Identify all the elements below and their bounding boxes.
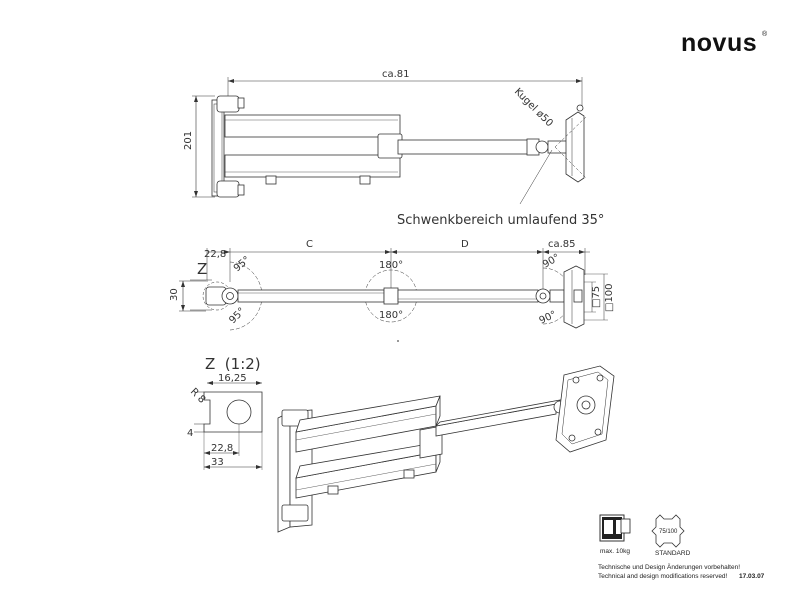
top-view: ca.81 201 (183, 69, 604, 228)
angle-95-top: 95° (232, 254, 253, 274)
dim-30: 30 (169, 288, 180, 301)
footer-note-de: Technische und Design Änderungen vorbeha… (598, 563, 740, 571)
brand-logo: novus ® (681, 29, 768, 57)
dim-r8: R 8 (188, 386, 207, 405)
dim-d: D (461, 239, 469, 250)
dim-22-8: 22,8 (204, 249, 226, 260)
ball-label: Kugel ø50 (512, 86, 555, 129)
footer-date: 17.03.07 (739, 573, 765, 580)
angle-180-top: 180° (379, 260, 403, 271)
isometric-view (277, 365, 615, 533)
dim-22-8-detail: 22,8 (211, 443, 233, 454)
dim-4: 4 (187, 428, 193, 439)
max-load-label: max. 10kg (600, 548, 630, 555)
label-z: Z (197, 260, 207, 278)
footer-note-en: Technical and design modifications reser… (598, 573, 728, 580)
dim-ca85: ca.85 (548, 239, 576, 250)
dim-16-25: 16,25 (218, 373, 247, 384)
dim-100: □100 (604, 283, 615, 312)
footer: Technische und Design Änderungen vorbeha… (598, 563, 765, 580)
angle-90-bottom: 90° (538, 309, 559, 326)
angle-180-bottom: 180° (379, 310, 403, 321)
dim-33: 33 (211, 457, 224, 468)
dim-length: ca.81 (382, 69, 410, 80)
vesa-standard-badge: 75/100 STANDARD (651, 514, 691, 557)
dim-height: 201 (183, 131, 194, 150)
dim-c: C (306, 239, 313, 250)
angle-90-top: 90° (541, 252, 562, 270)
detail-z: Z (1:2) 16,25 R 8 4 22,8 33 (187, 355, 263, 470)
angle-95-bottom: 95° (227, 306, 247, 326)
brand-logo-text: novus (681, 29, 757, 57)
max-load-badge: max. 10kg (599, 514, 631, 555)
vesa-label: 75/100 (659, 529, 678, 535)
standard-label: STANDARD (655, 550, 691, 557)
registered-mark: ® (762, 30, 768, 38)
swivel-note: Schwenkbereich umlaufend 35° (397, 213, 604, 228)
detail-z-title: Z (1:2) (205, 355, 261, 373)
dim-75: □75 (591, 286, 602, 308)
front-view: 22,8 C D ca.85 Z 30 95° 95° 180° 180° 90… (169, 239, 615, 342)
